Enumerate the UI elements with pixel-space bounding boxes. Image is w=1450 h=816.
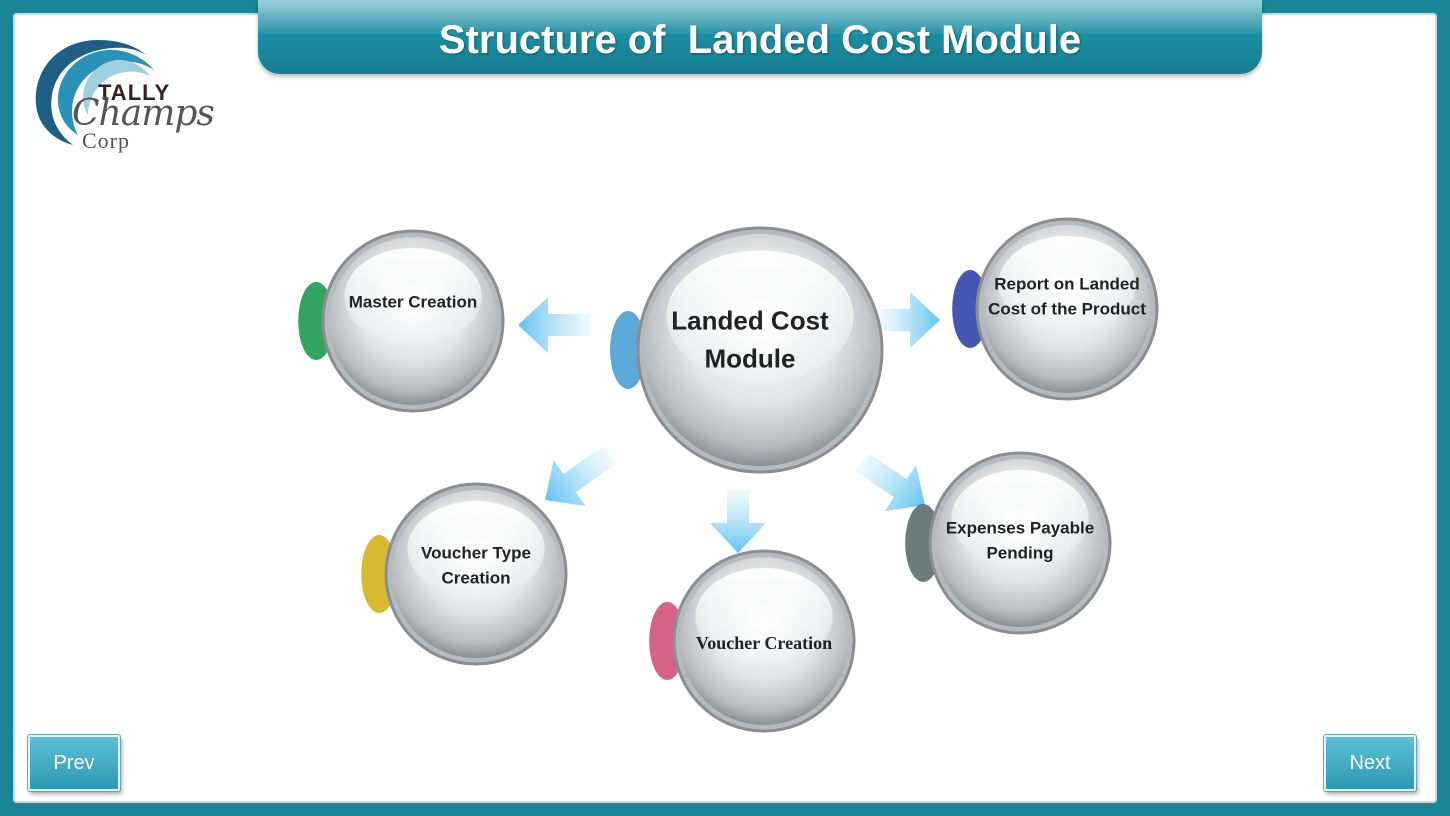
node-label-master-creation: Master Creation [348, 292, 478, 312]
next-button[interactable]: Next [1324, 735, 1416, 791]
node-label-expenses-payable-pending: Expenses Payable Pending [945, 518, 1095, 562]
page-title: Structure of Landed Cost Module [438, 18, 1082, 62]
node-gloss [407, 500, 545, 598]
prev-button[interactable]: Prev [28, 735, 120, 791]
node-voucher-type-creation [361, 482, 568, 666]
logo-champs-text: Champs [72, 93, 215, 134]
node-gloss [998, 235, 1136, 333]
node-master-creation [298, 229, 505, 413]
node-cap-left [610, 311, 646, 389]
node-report-landed-cost [952, 217, 1159, 401]
node-gloss [666, 250, 854, 383]
flow-arrow [518, 297, 590, 353]
center-node-label: Landed Cost Module [671, 305, 829, 373]
node-label-report-landed-cost: Report on Landed Cost of the Product [988, 274, 1146, 318]
title-banner: Structure of Landed Cost Module [258, 0, 1262, 74]
flow-arrow [545, 445, 617, 506]
logo-tally-text: TALLY [98, 80, 171, 105]
node-gloss [344, 247, 482, 345]
logo-corp-text: Corp [82, 128, 130, 153]
node-gloss [951, 469, 1089, 567]
node-label-voucher-type-creation: Voucher Type Creation [421, 543, 531, 587]
flow-arrow [855, 452, 925, 512]
flow-arrow [710, 490, 766, 553]
logo-swoosh-icon [35, 40, 154, 145]
node-voucher-creation [649, 549, 856, 733]
node-gloss [695, 567, 833, 665]
flow-arrow [880, 292, 940, 348]
node-expenses-payable-pending [905, 451, 1112, 635]
center-node [610, 226, 884, 474]
node-label-voucher-creation: Voucher Creation [695, 632, 833, 653]
